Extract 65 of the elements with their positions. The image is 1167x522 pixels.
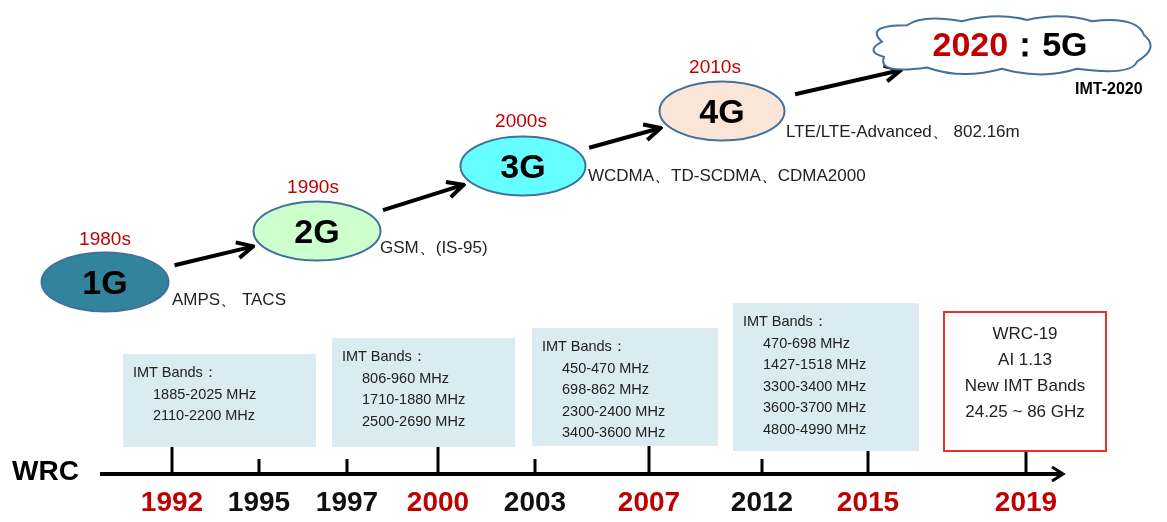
bands-box — [332, 338, 515, 447]
heading-text: 2020：5G — [932, 24, 1088, 65]
frequency-range: 3400-3600 MHz — [561, 423, 667, 442]
box-text: AI 1.13 — [997, 349, 1053, 371]
bands-heading: IMT Bands： — [342, 347, 428, 366]
bands-heading: IMT Bands： — [743, 312, 829, 331]
frequency-range: 450-470 MHz — [561, 358, 651, 378]
technology-label: WCDMA、TD-SCDMA、CDMA2000 — [588, 165, 866, 187]
standard-label: IMT-2020 — [1075, 80, 1143, 98]
timeline-axis — [100, 466, 1066, 482]
technology-label: GSM、(IS-95) — [380, 237, 488, 259]
frequency-range: 4800-4990 MHz — [762, 419, 868, 439]
bands-heading: IMT Bands： — [542, 337, 628, 356]
connector-line — [436, 447, 440, 472]
year-label: 2012 — [730, 486, 794, 518]
generation-label: 4G — [699, 91, 745, 131]
frequency-range: 1427-1518 MHz — [762, 355, 868, 374]
bands-box — [123, 354, 316, 447]
bands-box — [532, 328, 718, 446]
generation-ellipse — [658, 80, 786, 142]
generation-label: 1G — [82, 262, 128, 302]
frequency-range: 1710-1880 MHz — [361, 390, 467, 409]
axis-title: WRC — [12, 455, 79, 487]
year-label: 2019 — [994, 486, 1058, 518]
year-label: 2007 — [617, 486, 681, 518]
box-text: New IMT Bands — [963, 375, 1087, 397]
arrow — [382, 179, 466, 213]
year-label: 2000 — [406, 486, 470, 518]
arrow — [588, 122, 663, 150]
generation-ellipse — [252, 200, 382, 262]
generation-ellipse — [40, 251, 170, 313]
decade-label: 1980s — [79, 228, 131, 250]
connector-line — [170, 447, 174, 472]
year-label: 2015 — [836, 486, 900, 518]
frequency-range: 698-862 MHz — [561, 380, 651, 399]
frequency-range: 2500-2690 MHz — [361, 411, 467, 431]
generation-ellipse — [459, 135, 587, 197]
generation-label: 3G — [500, 146, 546, 186]
year-label: 1997 — [315, 486, 379, 518]
technology-label: LTE/LTE-Advanced、 802.16m — [786, 121, 1020, 143]
year-label: 1995 — [227, 486, 291, 518]
bands-heading: IMT Bands： — [133, 363, 219, 382]
bands-box — [733, 303, 919, 451]
wrc-box — [943, 311, 1107, 452]
frequency-range: 470-698 MHz — [762, 333, 852, 353]
technology-label: AMPS、 TACS — [172, 289, 286, 311]
box-text: 24.25 ~ 86 GHz — [964, 401, 1086, 423]
frequency-range: 1885-2025 MHz — [152, 384, 258, 404]
connector-line — [1024, 452, 1028, 472]
decade-label: 1990s — [287, 176, 339, 198]
connector-line — [647, 446, 651, 472]
year-label: 1992 — [140, 486, 204, 518]
arrow — [794, 63, 903, 97]
frequency-range: 3600-3700 MHz — [762, 398, 868, 417]
connector-line — [866, 451, 870, 472]
frequency-range: 806-960 MHz — [361, 368, 451, 388]
frequency-range: 2300-2400 MHz — [561, 401, 667, 421]
decade-label: 2000s — [495, 110, 547, 132]
frequency-range: 2110-2200 MHz — [152, 406, 257, 425]
box-text: WRC-19 — [991, 323, 1059, 345]
year-label: 2003 — [503, 486, 567, 518]
generation-label: 2G — [294, 211, 340, 251]
arrow — [174, 240, 256, 268]
decade-label: 2010s — [689, 56, 741, 78]
frequency-range: 3300-3400 MHz — [762, 376, 868, 396]
